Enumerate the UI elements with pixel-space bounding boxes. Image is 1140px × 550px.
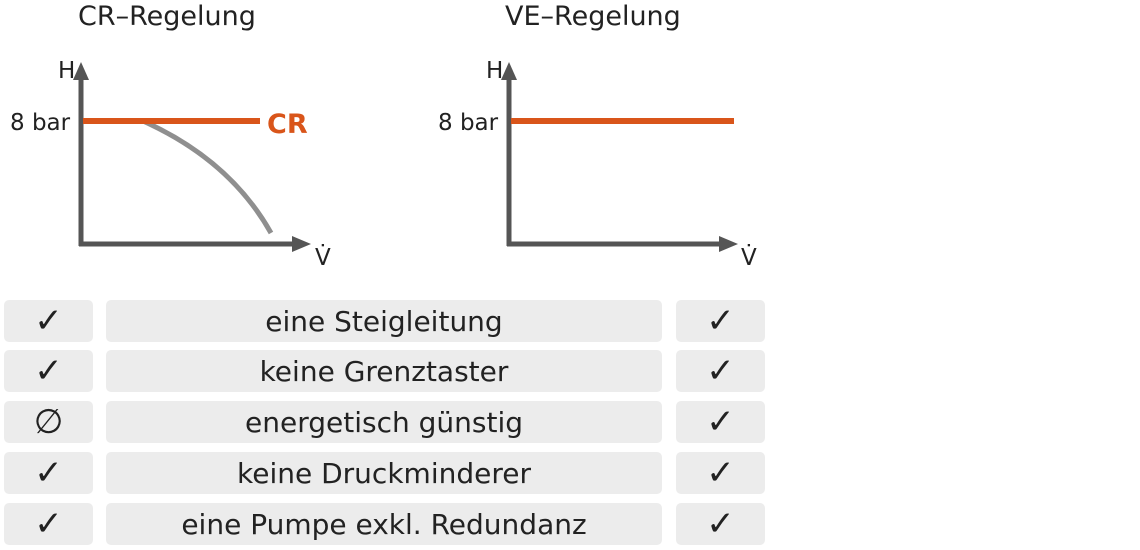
ve-x-label: V̇ [741, 244, 757, 271]
ve-level-label: 8 bar [438, 110, 499, 136]
ve-y-label: H [486, 58, 503, 84]
criterion-cell: eine Pumpe exkl. Redundanz [106, 503, 662, 545]
ve-mark-cell: ✓ [676, 300, 765, 342]
criterion-cell: energetisch günstig [106, 401, 662, 443]
cr-y-label: H [58, 58, 75, 84]
ve-chart: H 8 bar V̇ [438, 58, 757, 271]
ve-chart-title: VE–Regelung [505, 1, 681, 32]
criterion-cell: keine Grenztaster [106, 350, 662, 392]
cr-pump-curve [141, 118, 274, 235]
ve-mark-cell: ✓ [676, 350, 765, 392]
cr-mark-cell: ✓ [4, 300, 93, 342]
cr-level-label: 8 bar [10, 110, 71, 136]
cr-x-label: V̇ [315, 244, 331, 271]
ve-mark-cell: ✓ [676, 503, 765, 545]
ve-x-axis-arrow [719, 236, 738, 252]
cr-chart-title: CR–Regelung [78, 1, 256, 32]
cr-mark-cell: ∅ [4, 401, 93, 443]
cr-mark-cell: ✓ [4, 503, 93, 545]
cr-chart: H 8 bar CR V̇ [10, 58, 331, 271]
regulation-diagrams: H 8 bar CR V̇ H 8 bar V̇ [10, 58, 757, 271]
ve-y-axis-arrow [501, 62, 517, 80]
cr-line-label: CR [267, 109, 308, 140]
cr-mark-cell: ✓ [4, 350, 93, 392]
criterion-cell: eine Steigleitung [106, 300, 662, 342]
ve-mark-cell: ✓ [676, 401, 765, 443]
cr-y-axis-arrow [73, 62, 89, 80]
criterion-cell: keine Druckminderer [106, 452, 662, 494]
cr-x-axis-arrow [292, 236, 311, 252]
ve-mark-cell: ✓ [676, 452, 765, 494]
cr-mark-cell: ✓ [4, 452, 93, 494]
